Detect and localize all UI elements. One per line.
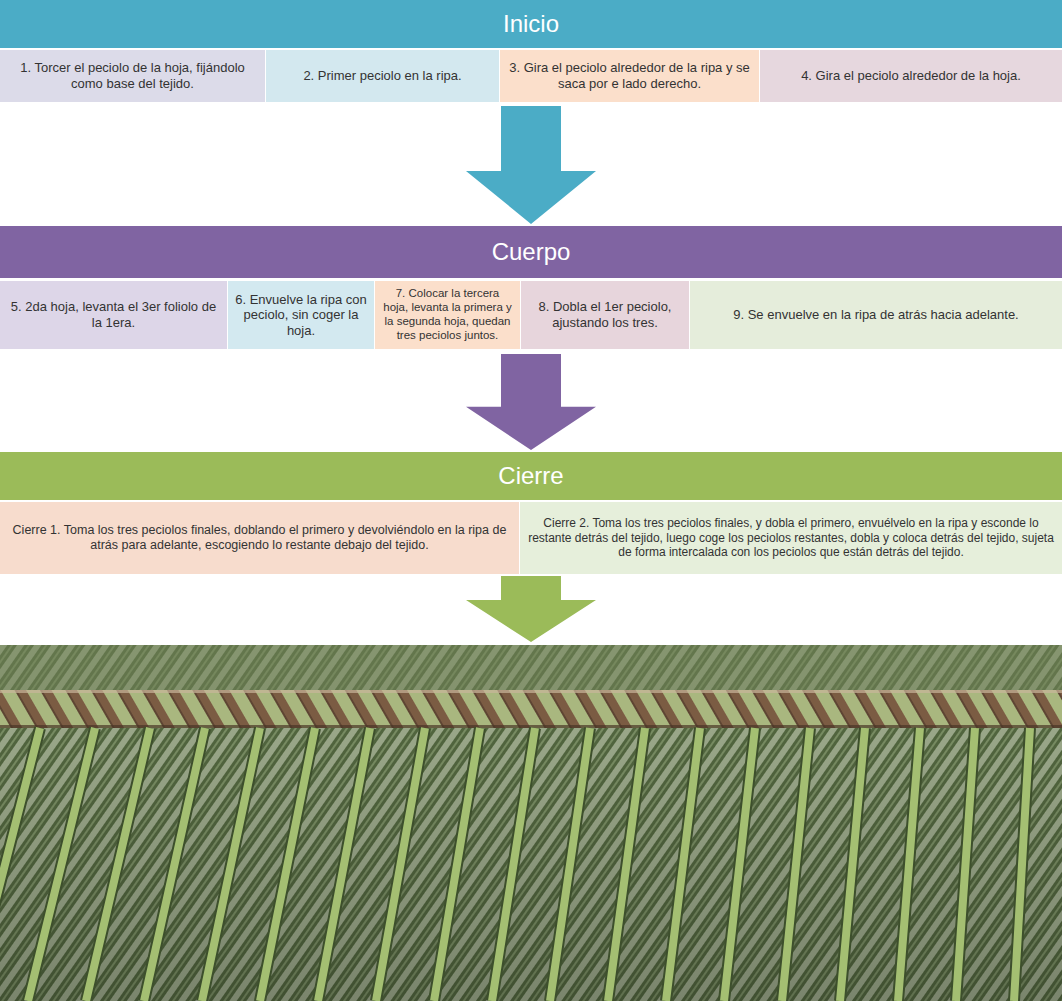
step-text: 8. Dobla el 1er peciolo, ajustando los t… bbox=[528, 299, 682, 330]
section-band: CierreCierre 1. Toma los tres peciolos f… bbox=[0, 452, 1062, 574]
header-band: Inicio bbox=[0, 0, 1062, 48]
step-box: 7. Colocar la tercera hoja, levanta la p… bbox=[375, 281, 520, 349]
step-text: 9. Se envuelve en la ripa de atrás hacia… bbox=[733, 307, 1018, 323]
step-text: 6. Envuelve la ripa con peciolo, sin cog… bbox=[235, 292, 367, 339]
step-box: 1. Torcer el peciolo de la hoja, fijándo… bbox=[0, 50, 265, 102]
step-text: Cierre 1. Toma los tres peciolos finales… bbox=[7, 523, 512, 553]
section-heading: Inicio bbox=[503, 10, 559, 38]
step-box: 4. Gira el peciolo alrededor de la hoja. bbox=[760, 50, 1062, 102]
section-band: Inicio 1. Torcer el peciolo de la hoja, f… bbox=[0, 0, 1062, 104]
section-heading: Cierre bbox=[498, 462, 563, 490]
step-text: 7. Colocar la tercera hoja, levanta la p… bbox=[382, 287, 513, 342]
step-text: Cierre 2. Toma los tres peciolos finales… bbox=[527, 516, 1055, 559]
step-box: Cierre 1. Toma los tres peciolos finales… bbox=[0, 502, 519, 574]
section-heading: Cuerpo bbox=[492, 238, 571, 266]
step-box: 2. Primer peciolo en la ripa. bbox=[266, 50, 499, 102]
block-arrow bbox=[466, 354, 596, 450]
step-box: 3. Gira el peciolo alrededor de la ripa … bbox=[500, 50, 759, 102]
block-arrow bbox=[466, 106, 596, 224]
block-arrow bbox=[466, 576, 596, 642]
step-box: 5. 2da hoja, levanta el 3er foliolo de l… bbox=[0, 281, 227, 349]
step-text: 5. 2da hoja, levanta el 3er foliolo de l… bbox=[7, 299, 220, 330]
step-text: 1. Torcer el peciolo de la hoja, fijándo… bbox=[7, 60, 258, 91]
section-band: Cuerpo 5. 2da hoja, levanta el 3er foliol… bbox=[0, 226, 1062, 352]
step-text: 2. Primer peciolo en la ripa. bbox=[303, 68, 461, 84]
header-band: Cierre bbox=[0, 452, 1062, 500]
step-box: 9. Se envuelve en la ripa de atrás hacia… bbox=[690, 281, 1062, 349]
step-box: Cierre 2. Toma los tres peciolos finales… bbox=[520, 502, 1062, 574]
step-box: 6. Envuelve la ripa con peciolo, sin cog… bbox=[228, 281, 374, 349]
step-text: 4. Gira el peciolo alrededor de la hoja. bbox=[801, 68, 1021, 84]
woven-palm-photo bbox=[0, 645, 1062, 1001]
step-box: 8. Dobla el 1er peciolo, ajustando los t… bbox=[521, 281, 689, 349]
header-band: Cuerpo bbox=[0, 226, 1062, 278]
step-text: 3. Gira el peciolo alrededor de la ripa … bbox=[507, 60, 752, 91]
